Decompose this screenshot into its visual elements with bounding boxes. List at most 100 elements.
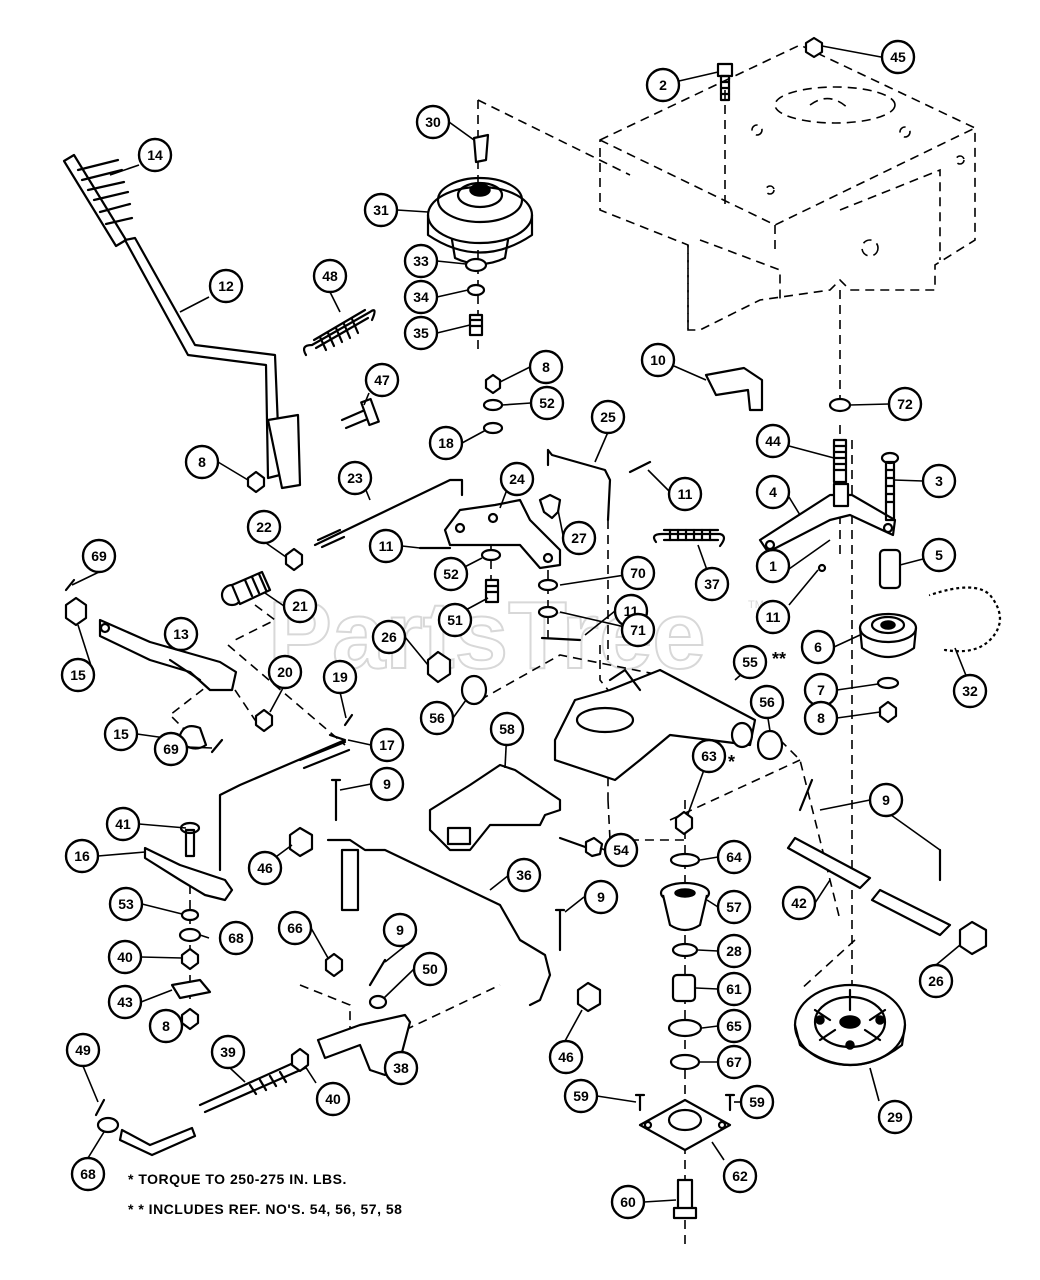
- callout-16: 16: [64, 838, 100, 874]
- callout-15-b: 15: [103, 716, 139, 752]
- svg-text:45: 45: [890, 49, 906, 65]
- part-27-bushing: [538, 493, 562, 520]
- callout-60: 60: [610, 1184, 646, 1220]
- part-48-spring: [302, 308, 376, 357]
- callout-71: 71: [620, 612, 656, 648]
- part-25-rod: [546, 448, 612, 522]
- svg-text:65: 65: [726, 1018, 742, 1034]
- callout-48: 48: [312, 258, 348, 294]
- part-23-rod: [313, 478, 464, 549]
- callout-28: 28: [716, 933, 752, 969]
- svg-text:22: 22: [256, 519, 272, 535]
- callout-21: 21: [282, 588, 318, 624]
- part-46-nut-bottom: [576, 981, 602, 1013]
- callout-11-a: 11: [667, 476, 703, 512]
- callout-33: 33: [403, 243, 439, 279]
- callout-65: 65: [716, 1008, 752, 1044]
- svg-text:19: 19: [332, 669, 348, 685]
- part-47-bolt: [340, 397, 380, 430]
- part-61-spacer: [671, 973, 697, 1003]
- part-14-grip: [62, 153, 134, 248]
- part-51-bolt: [484, 578, 500, 604]
- svg-text:3: 3: [935, 473, 943, 489]
- svg-text:46: 46: [558, 1049, 574, 1065]
- part-55-bracket: [553, 668, 757, 782]
- callout-59-a: 59: [563, 1078, 599, 1114]
- svg-text:9: 9: [396, 922, 404, 938]
- svg-text:12: 12: [218, 278, 234, 294]
- note-includes: * * INCLUDES REF. NO'S. 54, 56, 57, 58: [128, 1201, 403, 1217]
- callout-37: 37: [694, 566, 730, 602]
- callout-45: 45: [880, 39, 916, 75]
- svg-text:58: 58: [499, 721, 515, 737]
- part-26-nut-center: [426, 650, 452, 684]
- svg-text:38: 38: [393, 1060, 409, 1076]
- callout-68-b: 68: [70, 1156, 106, 1192]
- part-59-bolt-right: [724, 1093, 736, 1112]
- callout-72: 72: [887, 386, 923, 422]
- svg-text:33: 33: [413, 253, 429, 269]
- part-37-spring: [652, 528, 726, 548]
- svg-text:25: 25: [600, 409, 616, 425]
- callout-43: 43: [107, 984, 143, 1020]
- callout-57: 57: [716, 889, 752, 925]
- svg-text:26: 26: [928, 973, 944, 989]
- svg-text:40: 40: [325, 1091, 341, 1107]
- callout-26-a: 26: [371, 619, 407, 655]
- callout-8-a: 8: [528, 349, 564, 385]
- svg-text:8: 8: [198, 454, 206, 470]
- svg-text:5: 5: [935, 547, 943, 563]
- part-11-pin-d: [817, 563, 827, 573]
- star-marker-63: *: [728, 752, 735, 772]
- svg-text:35: 35: [413, 325, 429, 341]
- svg-text:59: 59: [749, 1094, 765, 1110]
- part-8-nut-center: [484, 373, 502, 395]
- svg-text:4: 4: [769, 484, 777, 500]
- part-68-washer: [178, 927, 202, 943]
- callout-29: 29: [877, 1099, 913, 1135]
- svg-text:62: 62: [732, 1168, 748, 1184]
- svg-text:39: 39: [220, 1044, 236, 1060]
- part-12-lever: [123, 236, 282, 480]
- part-35-bolt: [468, 313, 484, 337]
- svg-text:14: 14: [147, 147, 163, 163]
- part-65-washer: [667, 1018, 703, 1038]
- part-53-washer: [180, 908, 200, 922]
- svg-text:32: 32: [962, 683, 978, 699]
- part-46-nut-top: [288, 826, 314, 858]
- part-4-idler-arm: [758, 482, 897, 554]
- part-20-nut: [254, 708, 274, 733]
- svg-text:9: 9: [383, 776, 391, 792]
- callout-69-b: 69: [153, 731, 189, 767]
- svg-text:52: 52: [443, 566, 459, 582]
- callout-58: 58: [489, 711, 525, 747]
- part-21-ferrule: [220, 570, 272, 607]
- callout-9-a: 9: [369, 766, 405, 802]
- part-8-nut-left: [246, 470, 266, 494]
- part-30-key: [472, 133, 490, 164]
- callout-62: 62: [722, 1158, 758, 1194]
- part-15-nut-top: [64, 596, 88, 627]
- svg-text:8: 8: [162, 1018, 170, 1034]
- part-19-pin: [343, 713, 354, 727]
- part-52-washer-bottom: [480, 548, 502, 562]
- part-11-pin-a: [628, 460, 652, 474]
- svg-text:59: 59: [573, 1088, 589, 1104]
- callout-46-b: 46: [548, 1039, 584, 1075]
- callout-38: 38: [383, 1050, 419, 1086]
- svg-text:9: 9: [882, 792, 890, 808]
- callout-4: 4: [755, 474, 791, 510]
- part-72-nut: [828, 397, 852, 413]
- svg-text:64: 64: [726, 849, 742, 865]
- svg-text:37: 37: [704, 576, 720, 592]
- part-5-spacer: [878, 548, 902, 590]
- svg-text:43: 43: [117, 994, 133, 1010]
- part-57-bushing: [659, 881, 711, 932]
- part-8-nut-bottom: [180, 1007, 200, 1031]
- callout-12: 12: [208, 268, 244, 304]
- callout-34: 34: [403, 279, 439, 315]
- part-6-idler-pulley: [858, 612, 918, 659]
- part-66-nut: [324, 952, 344, 978]
- svg-text:17: 17: [379, 737, 395, 753]
- svg-text:56: 56: [759, 694, 775, 710]
